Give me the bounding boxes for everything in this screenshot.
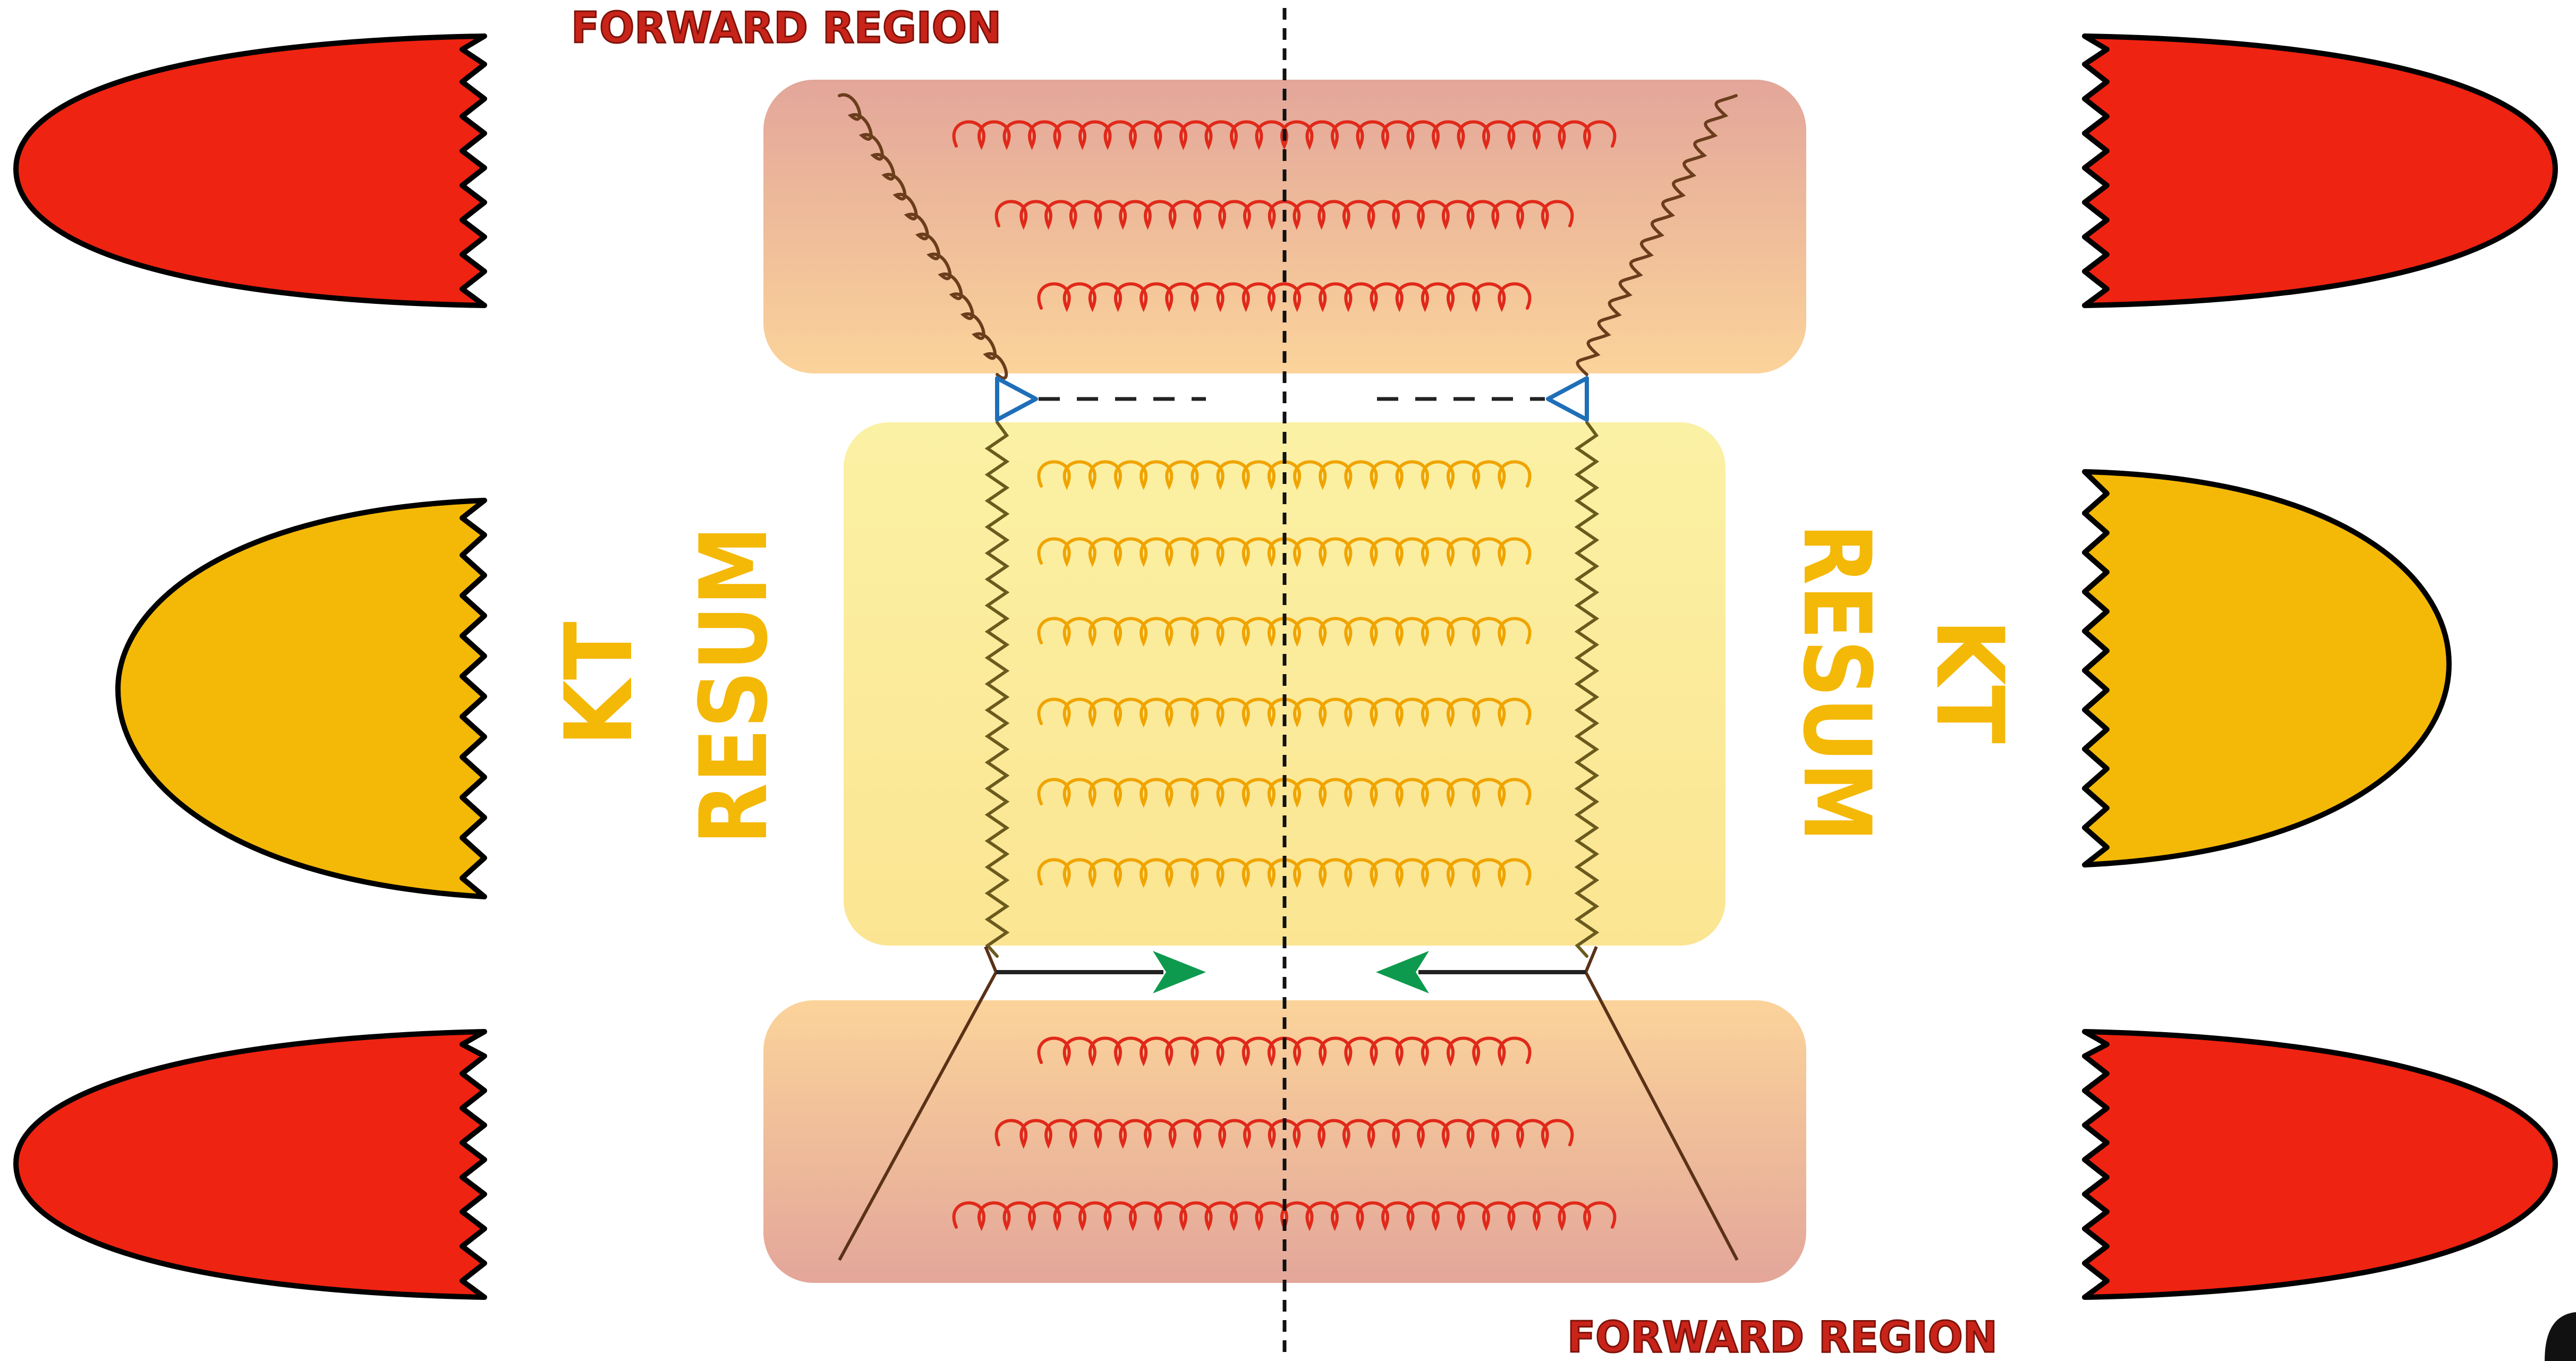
- left-triangle-vertex-icon: [995, 376, 1038, 422]
- outer-gluons: [838, 93, 1738, 380]
- hadron-blob-icon-middle-right: [2082, 469, 2452, 867]
- hadron-blob-icon-bottom-left: [13, 1029, 487, 1300]
- reggeon-zigzag-icon-left: [984, 421, 1010, 958]
- right-resum-label: RESUM: [1782, 523, 1890, 842]
- left-kt-label: KT: [546, 622, 653, 746]
- right-arrow-head-icon: [1376, 951, 1429, 993]
- forward-region-top-label: FORWARD REGION: [571, 3, 1001, 53]
- hadron-blob-icon-top-right: [2082, 33, 2558, 308]
- reggeon-zigzag-icon-right: [1574, 421, 1600, 958]
- hadron-blob-icon-bottom-right: [2082, 1029, 2558, 1300]
- forward-region-bottom-label: FORWARD REGION: [1567, 1313, 1997, 1361]
- hadron-blob-icon-top-left: [13, 33, 487, 308]
- right-triangle-vertex-icon: [1546, 376, 1589, 422]
- outer-gluon-icon-left: [838, 93, 1008, 380]
- hadron-blob-icon-middle-left: [115, 498, 487, 899]
- gluon-icon-forward-top-1: [994, 200, 1574, 230]
- forward-region-top-box: [763, 80, 1806, 373]
- right-kt-label: KT: [1915, 619, 2023, 744]
- left-resum-label: RESUM: [681, 526, 788, 845]
- left-arrow-head-icon: [1153, 951, 1206, 993]
- gluon-icon-forward-top-2: [1037, 282, 1532, 312]
- reggeon-lines: [984, 421, 1600, 958]
- corner-mark: [2545, 1312, 2576, 1361]
- outer-gluon-icon-right: [1576, 94, 1738, 376]
- gluon-icon-forward-top-0: [952, 120, 1617, 150]
